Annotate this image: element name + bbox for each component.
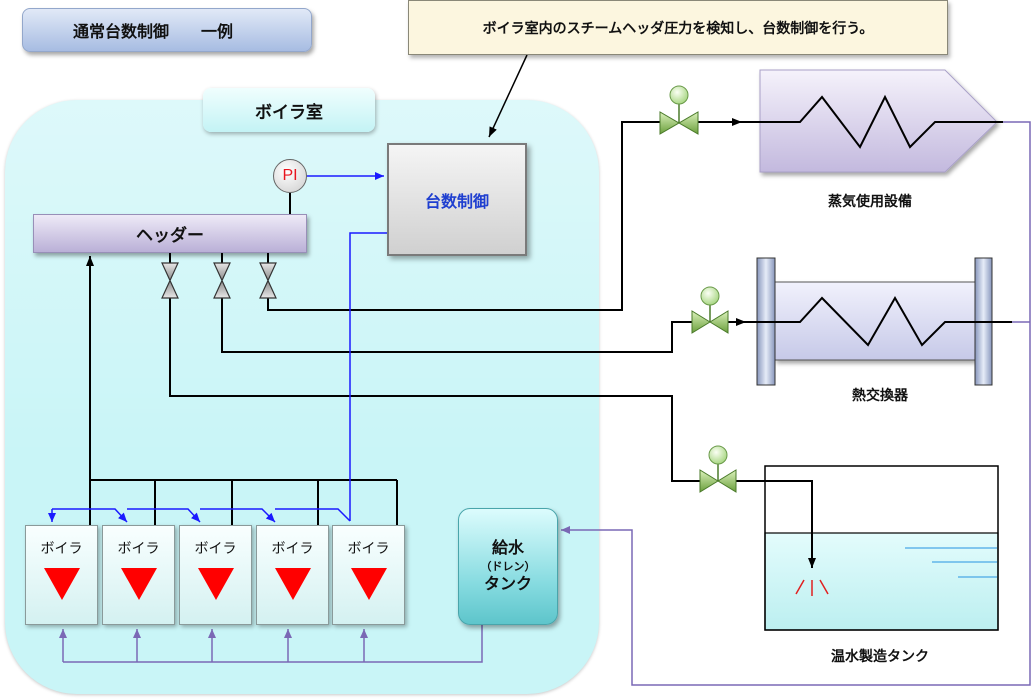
steam-header: ヘッダー xyxy=(33,214,307,253)
steam-user-body xyxy=(759,69,998,173)
return-water-lines xyxy=(59,121,1031,686)
actuator-ball-icon xyxy=(700,286,720,306)
boiler-4: ボイラ xyxy=(256,525,329,625)
boiler-flame-mark xyxy=(121,568,157,600)
steam-user-equipment xyxy=(759,69,998,173)
boiler-1: ボイラ xyxy=(25,525,98,625)
steam-pipe-to-hot-water-tank xyxy=(169,298,700,482)
control-valve-steam-user xyxy=(659,85,699,135)
red-triangle-icon xyxy=(198,568,234,600)
hot-water-tank-equipment xyxy=(764,465,999,631)
heat-exchanger-coil xyxy=(746,295,1012,347)
red-triangle-icon xyxy=(121,568,157,600)
spray-line xyxy=(819,579,829,595)
heat-exchanger-label: 熱交換器 xyxy=(852,387,908,403)
unit-control-label: 台数制御 xyxy=(424,193,489,211)
red-triangle-icon xyxy=(44,568,80,600)
steam-user-label: 蒸気使用設備 xyxy=(828,193,912,209)
heat-exchanger-equipment xyxy=(756,257,993,386)
boiler-room-label: ボイラ室 xyxy=(203,88,375,132)
actuator-ball-icon xyxy=(708,445,728,465)
pressure-indicator: PI xyxy=(273,159,307,193)
valve-icon xyxy=(213,262,231,299)
feed-tank-label-line2: （ドレン） xyxy=(480,560,536,573)
boiler-label: ボイラ xyxy=(117,540,160,556)
boiler-signal-link xyxy=(275,508,351,522)
tank-heat-lines xyxy=(905,547,997,578)
boiler-flame-mark xyxy=(275,568,311,600)
steam-spray xyxy=(795,579,829,596)
boiler-label: ボイラ xyxy=(347,540,390,556)
boiler-signal-arrow xyxy=(127,508,201,523)
hot-water-tank-label: 温水製造タンク xyxy=(831,648,929,664)
steam-pipe-to-heat-exchanger xyxy=(221,298,692,353)
hot-water-tank-inlet-arrow xyxy=(736,480,816,568)
boiler-signal-arrow xyxy=(200,508,276,523)
valve-icon xyxy=(161,262,179,299)
callout-note: ボイラ室内のスチームヘッダ圧力を検知し、台数制御を行う。 xyxy=(408,0,948,55)
boiler-5: ボイラ xyxy=(332,525,405,625)
boiler-signal-arrow xyxy=(52,508,128,523)
control-valve-heat-exchanger xyxy=(691,286,729,334)
boiler-3: ボイラ xyxy=(179,525,252,625)
feed-water-tank: 給水 （ドレン） タンク xyxy=(458,508,558,625)
unit-control-box: 台数制御 xyxy=(387,143,527,256)
control-valve-icon xyxy=(659,111,699,135)
condensate-return-arrow xyxy=(561,121,1031,686)
feed-tank-label-line3: タンク xyxy=(483,575,532,593)
steam-header-label: ヘッダー xyxy=(136,226,204,245)
control-valve-icon xyxy=(699,469,737,493)
boiler-label: ボイラ xyxy=(271,540,314,556)
boiler-2: ボイラ xyxy=(102,525,175,625)
tank-frame xyxy=(764,465,999,631)
boiler-label: ボイラ xyxy=(40,540,83,556)
spray-line xyxy=(795,579,805,595)
feed-water-main xyxy=(63,625,483,663)
header-valves xyxy=(161,262,277,299)
steam-lines xyxy=(86,54,1012,568)
boiler-flame-mark xyxy=(44,568,80,600)
control-to-boilers-signal xyxy=(349,232,387,521)
steam-pipe-to-steam-user xyxy=(267,121,660,311)
red-triangle-icon xyxy=(351,568,387,600)
boiler-flame-mark xyxy=(198,568,234,600)
red-triangle-icon xyxy=(275,568,311,600)
page-title: 通常台数制御 一例 xyxy=(22,8,312,52)
feed-tank-label-line1: 給水 xyxy=(491,539,524,557)
steam-user-coil xyxy=(742,94,1003,149)
control-signal-lines xyxy=(48,172,387,523)
actuator-ball-icon xyxy=(669,85,689,105)
boiler-label: ボイラ xyxy=(194,540,237,556)
boiler-flame-mark xyxy=(351,568,387,600)
heat-exchanger-shell xyxy=(774,281,976,361)
pressure-indicator-label: PI xyxy=(282,167,298,184)
valve-icon xyxy=(259,262,277,299)
control-valve-hot-water-tank xyxy=(699,445,737,493)
control-valve-icon xyxy=(691,310,729,334)
callout-pointer-arrow xyxy=(488,54,528,138)
